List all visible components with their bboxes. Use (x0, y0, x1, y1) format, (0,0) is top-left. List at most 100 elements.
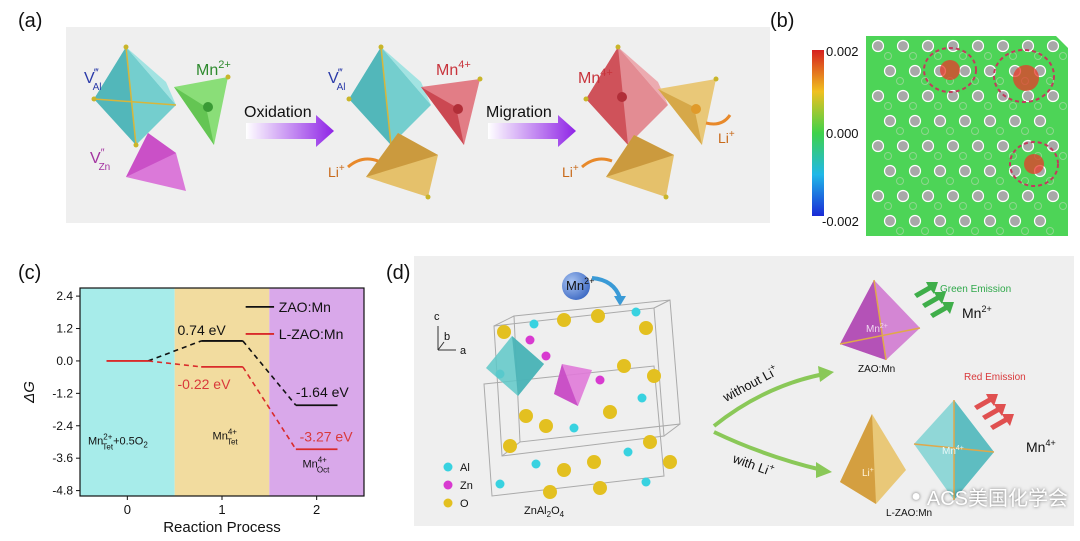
o-atom (647, 369, 661, 383)
atom-ring (896, 127, 904, 135)
atom-ring (1034, 202, 1042, 210)
al-atom (529, 319, 539, 329)
atom (1046, 39, 1060, 53)
atom (1021, 189, 1035, 203)
panel-a-label: (a) (18, 10, 43, 32)
atom (971, 189, 985, 203)
v-zn-label: V″Zn (90, 147, 110, 173)
atom-ring (934, 202, 942, 210)
o-atom (639, 321, 653, 335)
y-tick-label: 1.2 (56, 322, 73, 336)
atom (908, 114, 922, 128)
atom (1046, 189, 1060, 203)
y-tick-label: 2.4 (56, 289, 73, 303)
y-tick-label: -2.4 (52, 419, 73, 433)
atom (958, 114, 972, 128)
highlight-circle-3 (1009, 141, 1059, 187)
without-li-arrowhead (818, 366, 834, 382)
annotation-074: 0.74 eV (178, 322, 227, 338)
without-li-arrow (712, 372, 825, 428)
atom-ring (971, 127, 979, 135)
cyan-octahedron-1 (93, 46, 177, 146)
atom (946, 39, 960, 53)
atom (921, 189, 935, 203)
o-atom (587, 455, 601, 469)
o-atom (663, 455, 677, 469)
region-2-label: Mn4+Tet (213, 427, 239, 446)
mn2-ball (562, 272, 590, 300)
atom-ring (959, 52, 967, 60)
annotation-022: -0.22 eV (178, 376, 232, 392)
highlight-circle-1 (923, 47, 977, 93)
atom (896, 39, 910, 53)
atom-ring (909, 102, 917, 110)
atom-ring (984, 52, 992, 60)
y-tick-label: -4.8 (52, 484, 73, 498)
connector-L-ZAO:Mn-2 (242, 366, 297, 450)
atom (1008, 114, 1022, 128)
o-atom (503, 439, 517, 453)
v-al-label-1: V‴Al (84, 67, 101, 93)
mn2-result-label: Mn2+ (962, 304, 992, 321)
atom (896, 189, 910, 203)
atom (908, 214, 922, 228)
atom (871, 189, 885, 203)
x-axis-label: Reaction Process (163, 519, 281, 536)
with-li-arrow (713, 430, 823, 472)
v-al-label-2: V‴Al (328, 67, 345, 93)
legend-o-dot (443, 498, 453, 508)
cell-magenta-tetrahedron (554, 364, 592, 406)
mn2-insert-arrow (591, 276, 622, 299)
panel-d-scheme: Mn2+ c b a Al Zn O ZnAl2O4 wi (414, 256, 1074, 526)
y-tick-label: -3.6 (52, 451, 73, 465)
atom-ring (921, 77, 929, 85)
oxidation-arrow (246, 115, 334, 147)
atom (996, 189, 1010, 203)
li-label-a1: Li+ (328, 163, 345, 180)
atom-ring (996, 77, 1004, 85)
atom-ring (896, 227, 904, 235)
unit-cell-atoms (495, 307, 677, 499)
atom (933, 114, 947, 128)
y-tick-label: -1.2 (52, 386, 73, 400)
y-tick-label: 0.0 (56, 354, 73, 368)
atom (896, 139, 910, 153)
atom (933, 164, 947, 178)
al-atom (641, 477, 651, 487)
colorbar-tick-mid: 0.000 (826, 126, 859, 141)
al-atom (531, 459, 541, 469)
atom (971, 39, 985, 53)
atom (871, 139, 885, 153)
atom-ring (984, 202, 992, 210)
wechat-icon: ● (911, 487, 921, 505)
o-atom (557, 463, 571, 477)
inner-mn2-label: Mn2+ (866, 323, 888, 335)
atom-ring (896, 77, 904, 85)
o-atom (593, 481, 607, 495)
atom-ring (921, 227, 929, 235)
formula-label: ZnAl2O4 (524, 505, 565, 519)
al-atom (569, 423, 579, 433)
atom (996, 89, 1010, 103)
zao-mn-caption: ZAO:Mn (858, 364, 895, 375)
atom (883, 164, 897, 178)
legend-o-label: O (460, 498, 469, 510)
mn2-ball-label: Mn2+ (566, 276, 594, 293)
atom (958, 64, 972, 78)
o-atom (539, 419, 553, 433)
atom-ring (1059, 152, 1067, 160)
o-atom (603, 405, 617, 419)
colorbar-tick-top: 0.002 (826, 44, 859, 59)
atom-ring (1059, 202, 1067, 210)
green-tetrahedron-1 (174, 77, 228, 145)
vertex-dots (91, 44, 719, 200)
atom (946, 189, 960, 203)
watermark: ● ACS美国化学会 (911, 482, 1068, 511)
atom-ring (996, 127, 1004, 135)
o-atom (643, 435, 657, 449)
atom (1021, 89, 1035, 103)
cyan-octahedron-2 (349, 46, 431, 146)
inner-li-label: Li+ (862, 467, 874, 479)
zao-mn-tetrahedron (839, 279, 921, 361)
charge-spot-3 (1024, 154, 1044, 174)
